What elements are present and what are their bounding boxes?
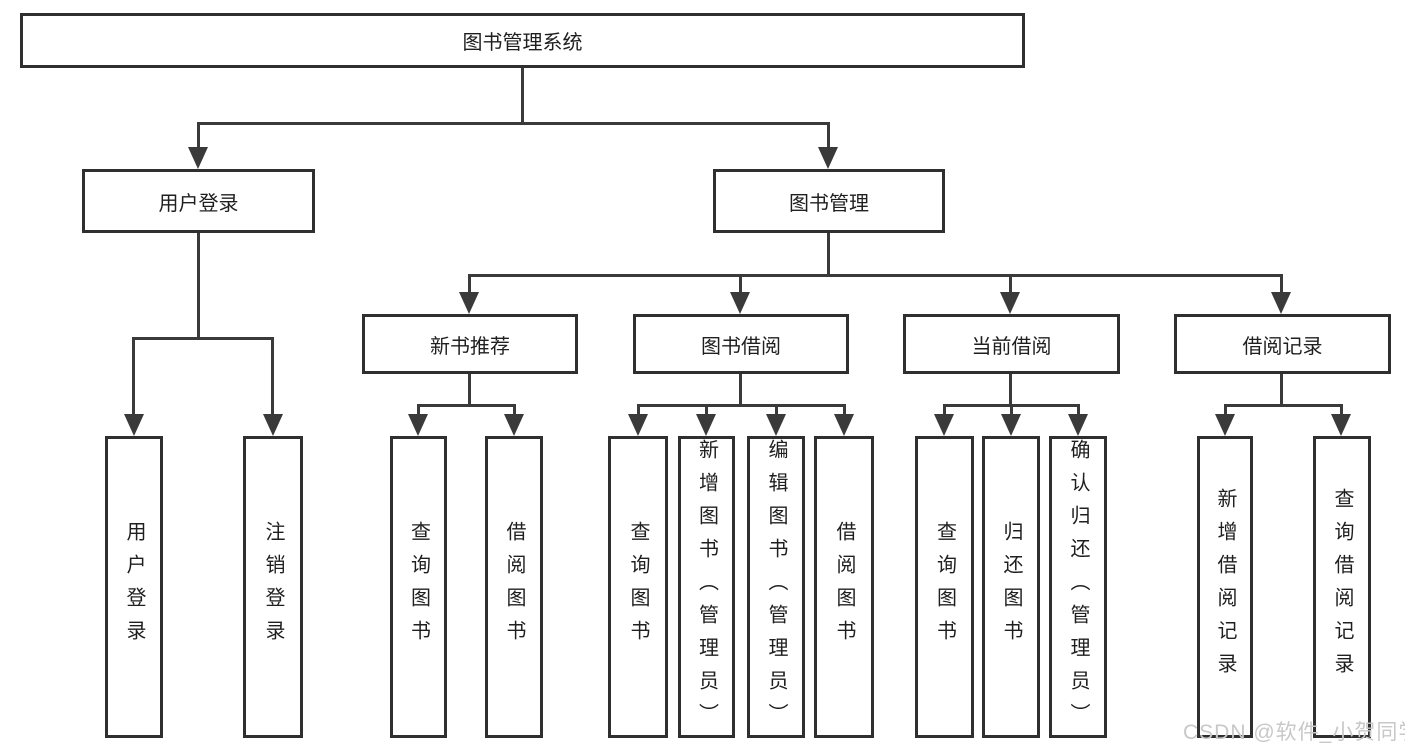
connector-line: [1280, 374, 1283, 407]
leaf-return-books: 归还图书: [982, 436, 1040, 738]
leaf-add-books-admin: 新增图书（管理员）: [678, 436, 735, 738]
arrowhead-icon: [628, 414, 648, 436]
connector-line: [1280, 274, 1283, 294]
arrowhead-icon: [766, 414, 786, 436]
connector-line: [417, 404, 420, 418]
arrowhead-icon: [263, 414, 283, 436]
arrowhead-icon: [459, 292, 479, 314]
arrowhead-icon: [834, 414, 854, 436]
watermark: CSDN @软件_小贺同学: [1183, 721, 1405, 744]
connector-line: [132, 337, 135, 417]
connector-line: [132, 337, 274, 340]
connector-line: [1009, 374, 1012, 407]
arrowhead-icon: [1000, 292, 1020, 314]
connector-line: [943, 404, 946, 418]
leaf-logout: 注销登录: [243, 436, 303, 738]
node-book-management: 图书管理: [713, 169, 945, 233]
connector-line: [1009, 274, 1012, 294]
connector-line: [271, 337, 274, 417]
connector-line: [468, 274, 471, 294]
arrowhead-icon: [818, 147, 838, 169]
leaf-query-books-recommend: 查询图书: [390, 436, 447, 738]
leaf-confirm-return-admin: 确认归还（管理员）: [1049, 436, 1107, 738]
leaf-borrow-books-recommend: 借阅图书: [485, 436, 543, 738]
arrowhead-icon: [408, 414, 428, 436]
arrowhead-icon: [504, 414, 524, 436]
arrowhead-icon: [1215, 414, 1235, 436]
connector-line: [739, 374, 742, 407]
node-book-borrow: 图书借阅: [633, 314, 849, 374]
connector-line: [637, 404, 845, 407]
leaf-edit-books-admin: 编辑图书（管理员）: [747, 436, 805, 738]
connector-line: [197, 122, 200, 150]
arrowhead-icon: [1068, 414, 1088, 436]
connector-line: [827, 122, 830, 150]
connector-line: [417, 404, 516, 407]
connector-line: [637, 404, 640, 418]
connector-line: [468, 274, 1282, 277]
connector-line: [1077, 404, 1080, 418]
connector-line: [739, 274, 742, 294]
node-current-borrow: 当前借阅: [903, 314, 1120, 374]
node-new-book-recommend: 新书推荐: [362, 314, 578, 374]
connector-line: [843, 404, 846, 418]
arrowhead-icon: [730, 292, 750, 314]
connector-line: [1010, 404, 1013, 418]
connector-line: [775, 404, 778, 418]
arrowhead-icon: [1331, 414, 1351, 436]
connector-line: [197, 122, 830, 125]
connector-line: [468, 374, 471, 407]
leaf-borrow-books: 借阅图书: [814, 436, 874, 738]
leaf-user-login: 用户登录: [105, 436, 163, 738]
leaf-query-borrow-record: 查询借阅记录: [1313, 436, 1371, 738]
connector-line: [1340, 404, 1343, 418]
node-user-login: 用户登录: [82, 169, 315, 233]
connector-line: [521, 68, 524, 124]
node-root-system: 图书管理系统: [20, 13, 1025, 68]
arrowhead-icon: [1001, 414, 1021, 436]
leaf-add-borrow-record: 新增借阅记录: [1197, 436, 1253, 738]
arrowhead-icon: [188, 147, 208, 169]
leaf-query-books-current: 查询图书: [915, 436, 974, 738]
connector-line: [827, 233, 830, 277]
node-borrow-records: 借阅记录: [1174, 314, 1391, 374]
arrowhead-icon: [124, 414, 144, 436]
leaf-query-books-borrow: 查询图书: [608, 436, 668, 738]
connector-line: [705, 404, 708, 418]
connector-line: [1224, 404, 1227, 418]
connector-line: [197, 233, 200, 340]
arrowhead-icon: [1271, 292, 1291, 314]
arrowhead-icon: [696, 414, 716, 436]
connector-line: [513, 404, 516, 418]
connector-line: [1224, 404, 1343, 407]
arrowhead-icon: [934, 414, 954, 436]
